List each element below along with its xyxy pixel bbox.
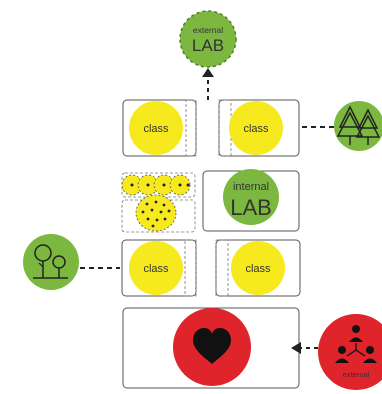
heart-icon [193, 328, 231, 364]
small-group-area [121, 172, 196, 233]
class-box-bottom-left: class [121, 239, 197, 297]
internal-lab-small-label: internal [233, 181, 269, 193]
people-network-icon [335, 325, 377, 363]
connector-people-arrow [291, 342, 318, 354]
external-people-label: external [343, 370, 370, 379]
heart-box [122, 307, 300, 389]
class-label-bottom-right: class [245, 263, 271, 275]
internal-lab-box: internal LAB [202, 169, 300, 232]
external-lab-small-label: external [193, 25, 223, 35]
external-lab-large-label: LAB [192, 36, 224, 55]
class-box-top-right: class [218, 99, 300, 157]
class-label-top-left: class [143, 123, 169, 135]
small-group-cluster [121, 194, 196, 233]
small-group-circles-row [121, 172, 196, 198]
class-label-top-right: class [243, 123, 269, 135]
class-box-bottom-right: class [215, 239, 301, 297]
round-trees-icon [23, 234, 79, 290]
external-lab-node: external LAB [179, 10, 237, 68]
class-label-bottom-left: class [143, 263, 169, 275]
class-box-top-left: class [122, 99, 197, 157]
connector-up-arrow [202, 68, 214, 100]
external-people-node: external [318, 314, 382, 390]
pine-trees-icon [334, 101, 382, 151]
internal-lab-large-label: LAB [230, 195, 272, 220]
